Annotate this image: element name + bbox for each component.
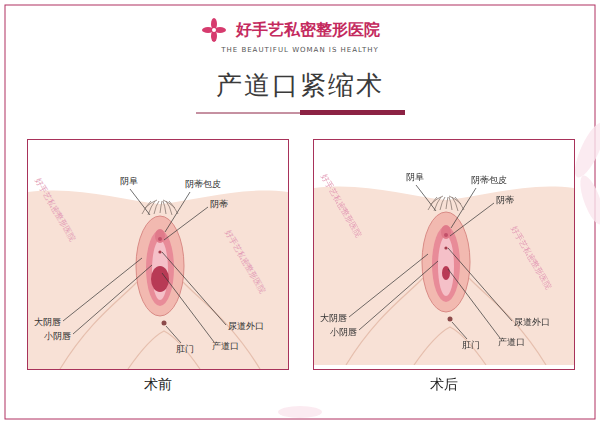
part-label: 尿道外口 xyxy=(514,318,550,327)
part-label: 大阴唇 xyxy=(320,314,347,323)
part-label: 阴蒂 xyxy=(210,200,228,209)
logo-text: 好手艺私密整形医院 xyxy=(236,22,380,38)
anatomy xyxy=(314,136,574,365)
logo-flower xyxy=(202,18,226,42)
part-label: 产道口 xyxy=(498,338,525,347)
part-label: 阴阜 xyxy=(406,173,424,182)
part-label: 肛门 xyxy=(462,341,480,350)
title-bar xyxy=(300,110,405,115)
leader-lines xyxy=(63,189,226,343)
leader-lines xyxy=(349,185,512,339)
diagram-title: 产道口紧缩术 xyxy=(0,72,600,98)
anatomy-before xyxy=(28,140,288,369)
background-flower xyxy=(278,119,600,418)
part-label: 阴蒂包皮 xyxy=(185,180,221,189)
part-label: 阴蒂包皮 xyxy=(471,176,507,185)
part-label: 大阴唇 xyxy=(34,318,61,327)
vaginal-opening xyxy=(442,266,450,280)
part-label: 肛门 xyxy=(176,345,194,354)
slogan: THE BEAUTIFUL WOMAN IS HEALTHY xyxy=(221,47,379,54)
anatomy-after xyxy=(314,136,574,365)
part-label: 尿道外口 xyxy=(228,322,264,331)
panel-caption: 术后 xyxy=(313,377,575,391)
part-label: 小阴唇 xyxy=(44,332,71,341)
title-rule xyxy=(196,113,300,114)
part-label: 产道口 xyxy=(212,342,239,351)
page-frame xyxy=(5,5,595,419)
panel-caption: 术前 xyxy=(27,377,289,391)
part-label: 小阴唇 xyxy=(330,328,357,337)
part-label: 阴阜 xyxy=(120,177,138,186)
part-label: 阴蒂 xyxy=(496,196,514,205)
